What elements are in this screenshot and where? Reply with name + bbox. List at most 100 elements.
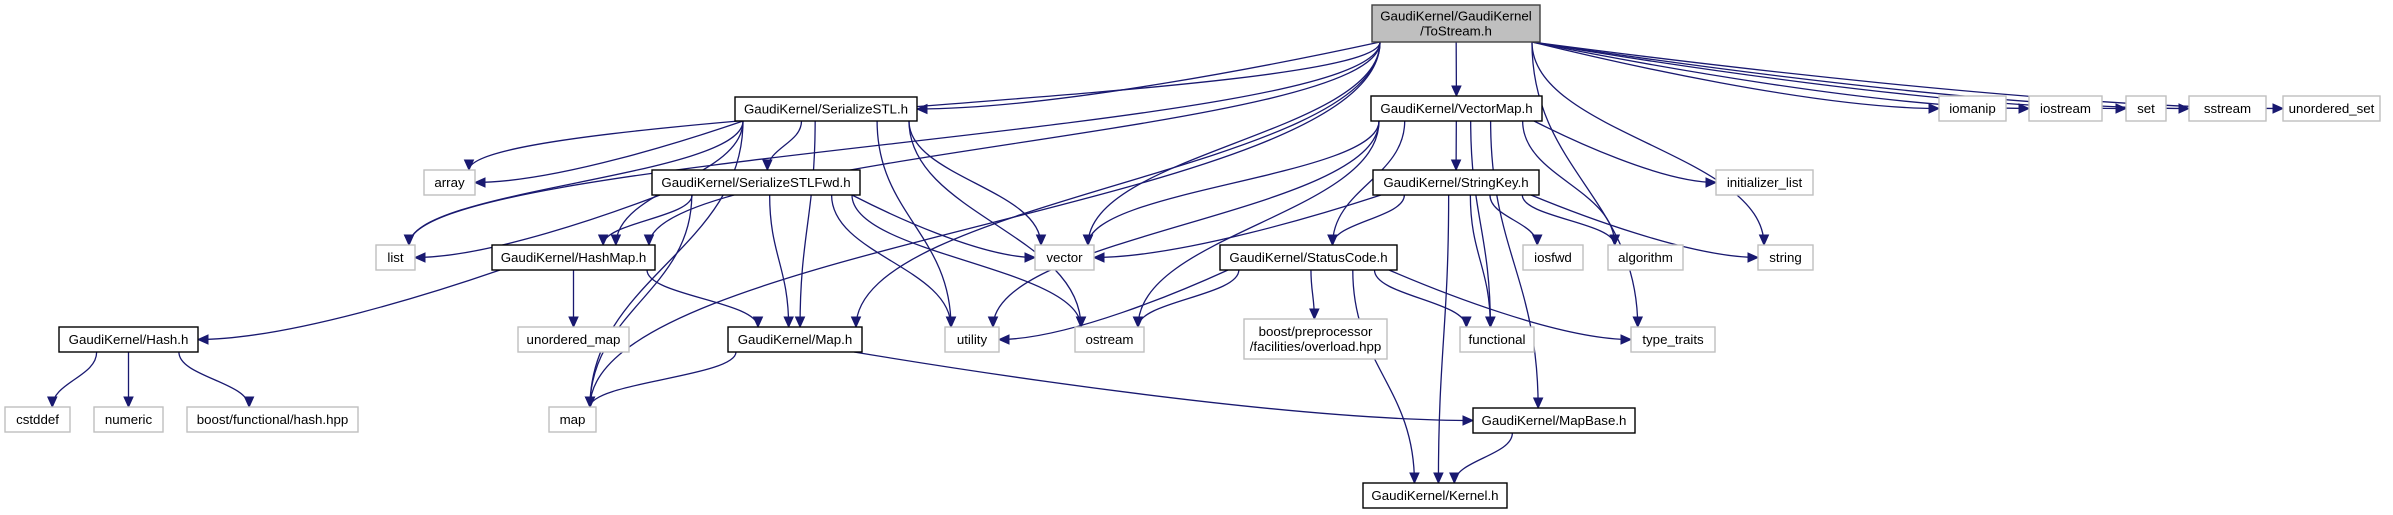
arrowhead-icon	[1327, 234, 1338, 247]
node-set[interactable]: set	[2125, 95, 2167, 122]
edge-line	[769, 194, 790, 328]
arrowhead-icon	[2115, 103, 2128, 114]
node-vector[interactable]: vector	[1034, 244, 1095, 271]
node-utility[interactable]: utility	[944, 326, 1000, 353]
edge-serializestlfwd-to-ostream	[851, 194, 1087, 329]
edge-line	[1137, 120, 1380, 328]
edge-line	[1489, 120, 1539, 409]
node-box	[2282, 95, 2381, 122]
node-numeric[interactable]: numeric	[93, 406, 164, 433]
node-tostream[interactable]: GaudiKernel/GaudiKernel/ToStream.h	[1371, 4, 1541, 43]
node-label: GaudiKernel/Kernel.h	[1371, 488, 1498, 503]
node-box	[1362, 482, 1508, 509]
node-box	[186, 406, 359, 433]
edge-tostream-to-string	[1531, 41, 1770, 247]
edge-statuscode-to-kernel	[1352, 269, 1420, 485]
node-unordered-set[interactable]: unordered_set	[2282, 95, 2381, 122]
edge-tostream-to-unordered-set	[1531, 41, 2285, 114]
edge-line	[468, 41, 1381, 171]
node-box	[1472, 407, 1636, 434]
arrowhead-icon	[1075, 316, 1087, 329]
edge-line	[799, 120, 816, 328]
node-label: unordered_map	[527, 332, 621, 347]
node-type-traits[interactable]: type_traits	[1630, 326, 1716, 353]
node-hash[interactable]: GaudiKernel/Hash.h	[58, 326, 199, 353]
node-box	[1370, 95, 1543, 122]
node-label: iosfwd	[1534, 250, 1572, 265]
node-label: boost/preprocessor	[1259, 324, 1373, 339]
edge-line	[197, 269, 501, 341]
node-label: GaudiKernel/GaudiKernel	[1380, 9, 1532, 24]
node-box	[1074, 326, 1145, 353]
node-label: string	[1769, 250, 1802, 265]
node-box	[517, 326, 630, 353]
node-label: vector	[1046, 250, 1083, 265]
node-string[interactable]: string	[1757, 244, 1814, 271]
node-array[interactable]: array	[423, 169, 476, 196]
node-algorithm[interactable]: algorithm	[1607, 244, 1684, 271]
node-map-h[interactable]: GaudiKernel/Map.h	[727, 326, 863, 353]
node-label: functional	[1469, 332, 1526, 347]
node-statuscode[interactable]: GaudiKernel/StatusCode.h	[1219, 244, 1398, 271]
edge-line	[1489, 194, 1538, 246]
node-label: /facilities/overload.hpp	[1250, 339, 1382, 354]
edge-line	[589, 41, 1381, 408]
edge-vectormap-to-stringkey	[1450, 120, 1462, 172]
edge-stringkey-to-kernel	[1433, 194, 1450, 485]
node-label: /ToStream.h	[1420, 24, 1492, 39]
edge-serializestlfwd-to-map-h	[769, 194, 794, 329]
edge-tostream-to-iomanip	[1531, 41, 1941, 114]
node-label: GaudiKernel/StringKey.h	[1383, 175, 1528, 190]
edge-line	[1331, 120, 1406, 246]
node-iomanip[interactable]: iomanip	[1938, 95, 2007, 122]
node-label: map	[560, 412, 586, 427]
node-functional[interactable]: functional	[1459, 326, 1535, 353]
node-initializer-list[interactable]: initializer_list	[1715, 169, 1814, 196]
node-cstddef[interactable]: cstddef	[4, 406, 71, 433]
edge-mapbase-to-kernel	[1449, 432, 1513, 485]
arrowhead-icon	[1532, 397, 1544, 410]
edge-stringkey-to-iosfwd	[1489, 194, 1543, 247]
node-serializestl[interactable]: GaudiKernel/SerializeSTL.h	[734, 96, 918, 122]
arrowhead-icon	[2272, 103, 2285, 114]
node-serializestlfwd[interactable]: GaudiKernel/SerializeSTLFwd.h	[651, 169, 861, 196]
node-stringkey[interactable]: GaudiKernel/StringKey.h	[1372, 169, 1540, 196]
edge-tostream-to-vector	[1082, 41, 1381, 247]
edge-tostream-to-map-h	[850, 41, 1381, 329]
node-vectormap[interactable]: GaudiKernel/VectorMap.h	[1370, 95, 1543, 122]
node-map[interactable]: map	[548, 406, 597, 433]
node-box	[1034, 244, 1095, 271]
node-unordered-map[interactable]: unordered_map	[517, 326, 630, 353]
edge-line	[830, 194, 952, 328]
node-label: sstream	[2204, 101, 2251, 116]
node-label: GaudiKernel/SerializeSTLFwd.h	[661, 175, 850, 190]
node-kernel[interactable]: GaudiKernel/Kernel.h	[1362, 482, 1508, 509]
node-boost-hash[interactable]: boost/functional/hash.hpp	[186, 406, 359, 433]
node-sstream[interactable]: sstream	[2188, 95, 2267, 122]
arrowhead-icon	[1705, 177, 1718, 188]
arrowhead-icon	[2018, 103, 2031, 114]
node-label: GaudiKernel/StatusCode.h	[1229, 250, 1387, 265]
node-box	[2028, 95, 2103, 122]
edge-serializestlfwd-to-hashmap	[597, 194, 693, 247]
node-iosfwd[interactable]: iosfwd	[1522, 244, 1584, 271]
node-box	[1630, 326, 1716, 353]
edge-hash-to-boost-hash	[178, 351, 255, 409]
node-box	[93, 406, 164, 433]
arrowhead-icon	[584, 396, 596, 409]
node-label: array	[434, 175, 465, 190]
node-box	[1372, 169, 1540, 196]
node-boost-overload[interactable]: boost/preprocessor/facilities/overload.h…	[1243, 318, 1388, 360]
node-ostream[interactable]: ostream	[1074, 326, 1145, 353]
edges-layer	[47, 41, 2285, 485]
edge-map-h-to-map	[584, 351, 737, 409]
node-mapbase[interactable]: GaudiKernel/MapBase.h	[1472, 407, 1636, 434]
edge-vectormap-to-mapbase	[1489, 120, 1544, 410]
node-hashmap[interactable]: GaudiKernel/HashMap.h	[491, 244, 656, 271]
edge-serializestl-to-map-h	[794, 120, 816, 329]
arrowhead-icon	[610, 234, 622, 247]
node-list[interactable]: list	[375, 244, 416, 271]
node-iostream[interactable]: iostream	[2028, 95, 2103, 122]
node-label: GaudiKernel/MapBase.h	[1482, 413, 1627, 428]
